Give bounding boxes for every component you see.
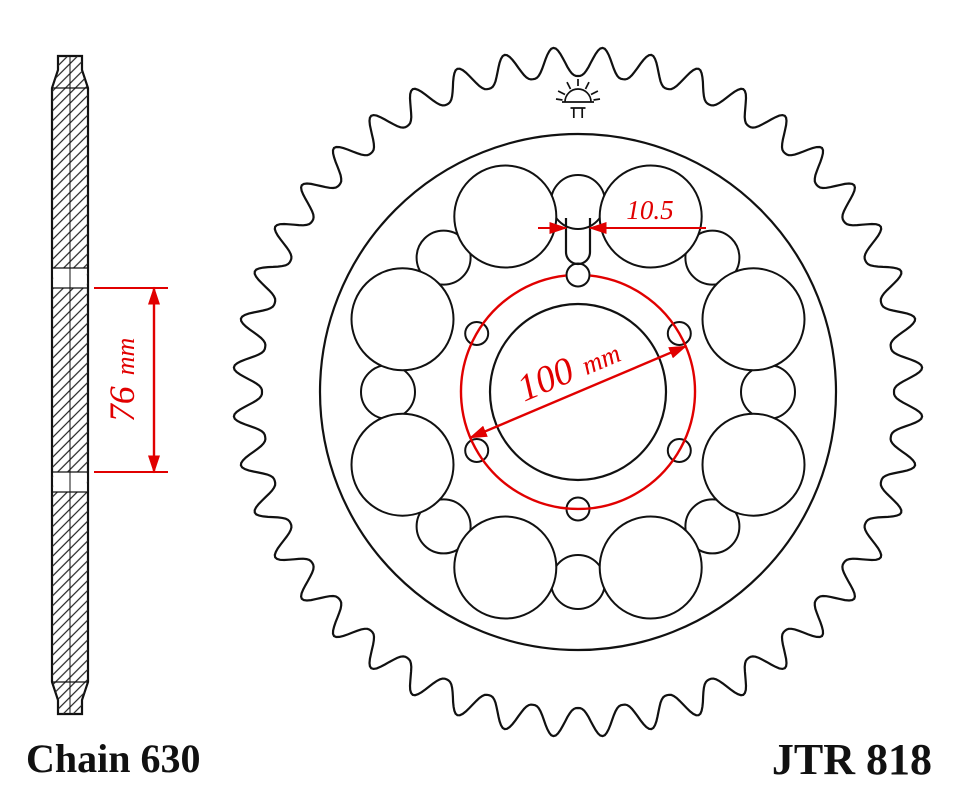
sun-rays: [555, 79, 601, 101]
flange-offset-dimension: 76 mm: [94, 286, 168, 474]
large-lightening-hole: [701, 412, 806, 517]
inner-rim-circle: [318, 132, 838, 652]
large-lightening-hole: [598, 164, 703, 269]
small-lightening-hole: [360, 364, 416, 420]
small-lightening-hole: [684, 498, 741, 555]
dim-slot-label: 10.5: [626, 195, 673, 225]
mount-slot: [564, 218, 592, 266]
large-lightening-hole: [350, 412, 455, 517]
jt-sun-logo-icon: [555, 79, 601, 118]
large-lightening-hole: [701, 267, 806, 372]
small-lightening-hole: [550, 554, 606, 610]
sun-semicircle: [564, 88, 592, 103]
dim-76mm-label: 76 mm: [102, 338, 142, 423]
slot-width-dimension: 10.5: [538, 195, 706, 234]
small-lightening-hole: [550, 174, 606, 230]
large-lightening-hole: [598, 515, 703, 620]
large-lightening-hole: [453, 515, 558, 620]
bolt-circle-red: [459, 274, 697, 511]
small-lightening-hole: [740, 364, 796, 420]
large-lightening-hole: [453, 164, 558, 269]
small-lightening-hole: [415, 498, 472, 555]
small-lightening-hole: [415, 229, 472, 286]
side-view-section: [50, 54, 90, 716]
large-lightening-hole: [350, 267, 455, 372]
model-number-label: JTR 818: [772, 735, 932, 784]
lightening-holes: [350, 164, 806, 620]
chain-size-label: Chain 630: [26, 736, 201, 781]
bolt-hole: [565, 262, 591, 288]
small-lightening-hole: [684, 229, 741, 286]
hatch-fill: [52, 56, 88, 714]
sun-base-mark: [570, 107, 586, 118]
dim-100mm-line: [468, 345, 688, 439]
